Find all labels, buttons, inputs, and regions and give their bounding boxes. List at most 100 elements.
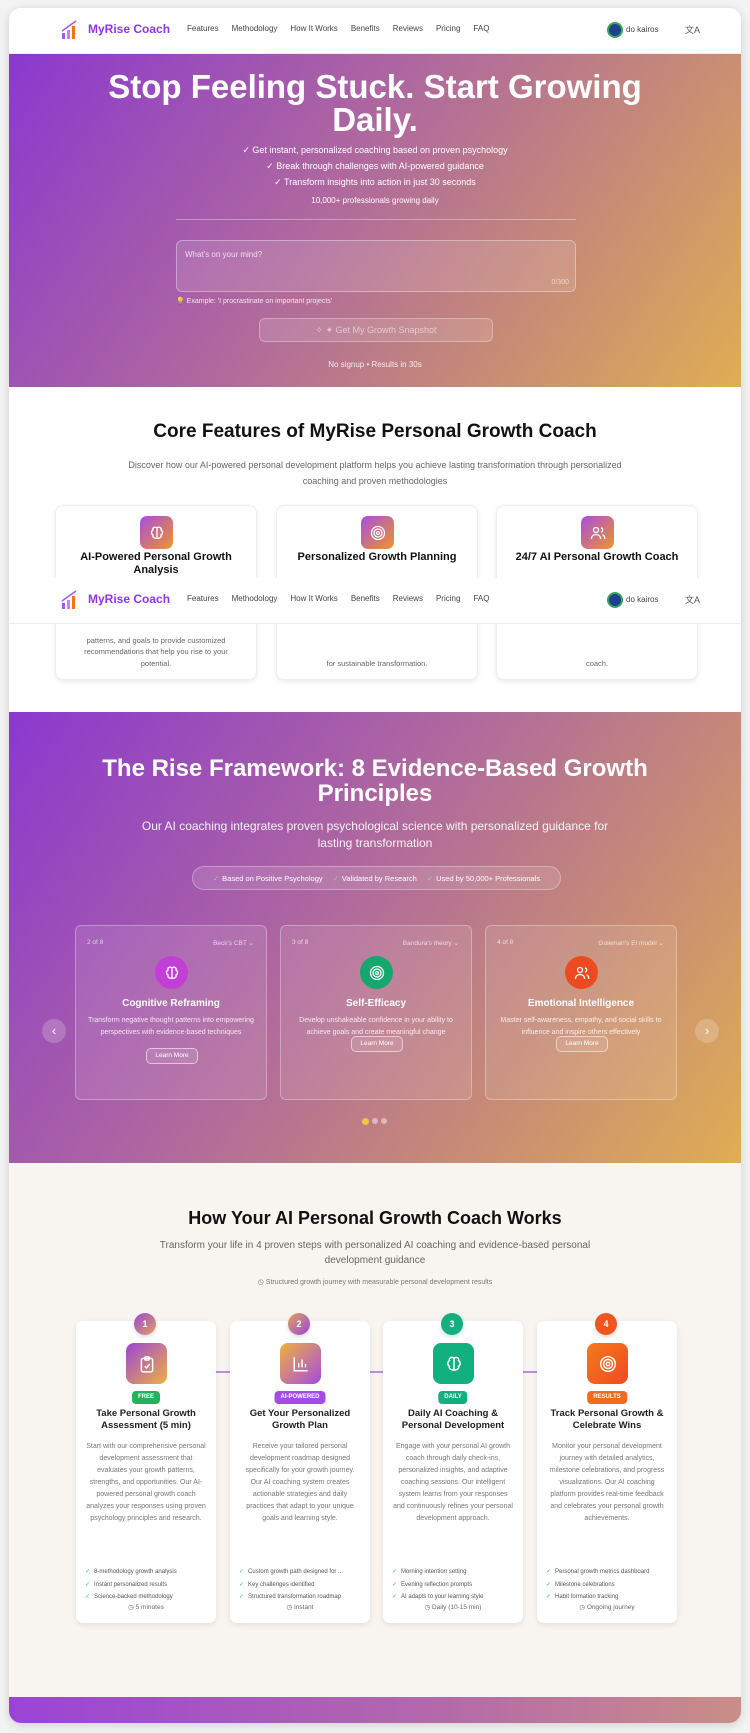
features-section: Core Features of MyRise Personal Growth …	[9, 387, 741, 712]
user-name[interactable]: do kairos	[626, 595, 659, 604]
source-dropdown[interactable]: Beck's CBT ⌄	[213, 939, 254, 947]
carousel-prev-button[interactable]: ‹	[42, 1019, 66, 1043]
hero-title: Stop Feeling Stuck. Start Growing Daily.	[108, 68, 642, 138]
nav-link-methodology[interactable]: Methodology	[231, 594, 278, 603]
step-title: Daily AI Coaching & Personal Development	[401, 1408, 505, 1431]
trust-badges: ✓Based on Positive Psychology ✓Validated…	[192, 866, 561, 890]
hero-benefits: ✓ Get instant, personalized coaching bas…	[9, 142, 741, 190]
check-icon: ✓	[426, 873, 434, 883]
brain-icon	[155, 956, 188, 989]
avatar[interactable]	[607, 22, 623, 38]
duration-label: Ongoing journey	[586, 1604, 635, 1611]
example-text: Example: 'I procrastinate on important p…	[186, 298, 333, 305]
users-icon	[581, 516, 614, 549]
step-desc: Monitor your personal development journe…	[549, 1443, 665, 1522]
nav-link-features[interactable]: Features	[187, 594, 219, 603]
feature-label: Habit formation tracking	[555, 1594, 619, 1600]
nav-link-reviews[interactable]: Reviews	[392, 24, 423, 33]
learn-more-button[interactable]: Learn More	[556, 1036, 608, 1052]
nav-link-how-it-works[interactable]: How It Works	[290, 594, 338, 603]
feature-label: 8-methodology growth analysis	[94, 1569, 177, 1575]
clock-icon: ◷	[286, 1604, 294, 1611]
brand-name[interactable]: MyRise Coach	[88, 592, 171, 606]
principle-desc: Develop unshakeable confidence in your a…	[299, 1017, 453, 1036]
principle-desc: Transform negative thought patterns into…	[88, 1017, 254, 1036]
cta-label: ✦ Get My Growth Snapshot	[325, 325, 437, 335]
step-connector	[216, 1371, 230, 1373]
nav-link-faq[interactable]: FAQ	[473, 24, 490, 33]
hero-benefit: ✓ Get instant, personalized coaching bas…	[242, 145, 508, 155]
step-title: Get Your Personalized Growth Plan	[249, 1408, 351, 1431]
duration-label: 5 minutes	[135, 1604, 164, 1611]
nav-link-reviews[interactable]: Reviews	[392, 594, 423, 603]
principle-card: 2 of 8 Beck's CBT ⌄ Cognitive Reframing …	[75, 925, 267, 1100]
check-circle-icon: ✓	[85, 1569, 91, 1575]
step-feature: ✓Morning intention setting	[392, 1566, 519, 1579]
carousel-dot[interactable]	[381, 1118, 387, 1124]
nav-link-methodology[interactable]: Methodology	[231, 24, 278, 33]
browser-frame: MyRise Coach Features Methodology How It…	[9, 8, 741, 1723]
step-features: ✓Morning intention setting ✓Evening refl…	[392, 1566, 519, 1604]
source-dropdown[interactable]: Bandura's theory ⌄	[403, 939, 459, 947]
mind-input[interactable]: What's on your mind? 0/300	[176, 240, 576, 292]
step-number: 3	[441, 1313, 463, 1335]
hero-benefit: ✓ Break through challenges with AI-power…	[266, 161, 484, 171]
chevron-down-icon: ⌄	[658, 940, 664, 947]
check-icon: ✓	[212, 873, 220, 883]
nav-link-benefits[interactable]: Benefits	[350, 594, 380, 603]
get-snapshot-button[interactable]: ✧ ✦ Get My Growth Snapshot	[259, 318, 493, 342]
nav-link-features[interactable]: Features	[187, 24, 219, 33]
carousel-next-button[interactable]: ›	[695, 1019, 719, 1043]
carousel-dot-active[interactable]	[362, 1118, 369, 1125]
step-feature: ✓Key challenges identified	[239, 1579, 366, 1592]
feature-desc: patterns, and goals to provide customize…	[84, 635, 228, 668]
translate-icon[interactable]: 文A	[685, 25, 701, 35]
learn-more-button[interactable]: Learn More	[146, 1048, 198, 1064]
cta-note: No signup • Results in 30s	[328, 360, 422, 369]
footer-gradient-bar	[9, 1697, 741, 1723]
step-duration: ◷ Ongoing journey	[537, 1603, 677, 1611]
badge-label: Used by 50,000+ Professionals	[436, 873, 541, 883]
step-features: ✓Custom growth path designed for ... ✓Ke…	[239, 1566, 366, 1604]
learn-more-button[interactable]: Learn More	[351, 1036, 403, 1052]
translate-icon[interactable]: 文A	[685, 595, 701, 605]
how-title: How Your AI Personal Growth Coach Works	[188, 1208, 562, 1228]
feature-label: Morning intention setting	[401, 1569, 467, 1575]
avatar[interactable]	[607, 592, 623, 608]
step-connector	[523, 1371, 537, 1373]
nav-link-pricing[interactable]: Pricing	[435, 594, 461, 603]
carousel-dots	[362, 1118, 387, 1125]
user-name[interactable]: do kairos	[626, 25, 659, 34]
bar-chart-icon	[280, 1343, 321, 1384]
check-circle-icon: ✓	[392, 1594, 398, 1600]
principle-card: 3 of 8 Bandura's theory ⌄ Self-Efficacy …	[280, 925, 472, 1100]
top-nav: MyRise Coach Features Methodology How It…	[9, 8, 741, 54]
feature-desc: for sustainable transformation.	[326, 658, 428, 668]
nav-link-pricing[interactable]: Pricing	[435, 24, 461, 33]
step-feature: ✓AI adapts to your learning style	[392, 1591, 519, 1604]
how-it-works-section: How Your AI Personal Growth Coach Works …	[9, 1163, 741, 1697]
check-icon: ✓	[332, 873, 339, 883]
step-card: 2 AI-POWERED Get Your Personalized Growt…	[230, 1313, 370, 1623]
brand-name[interactable]: MyRise Coach	[88, 22, 171, 36]
logo-chart-icon	[61, 20, 77, 39]
source-dropdown[interactable]: Goleman's EI model ⌄	[598, 939, 664, 947]
check-circle-icon: ✓	[546, 1581, 552, 1588]
nav-link-benefits[interactable]: Benefits	[350, 24, 380, 33]
step-badge: FREE	[131, 1391, 161, 1404]
check-circle-icon: ✓	[239, 1594, 245, 1600]
card-index: 3 of 8	[292, 939, 309, 946]
step-desc: Start with our comprehensive personal de…	[86, 1443, 206, 1522]
check-circle-icon: ✓	[85, 1581, 91, 1588]
target-icon	[360, 956, 393, 989]
nav-link-faq[interactable]: FAQ	[473, 594, 490, 603]
step-features: ✓8-methodology growth analysis ✓Instant …	[85, 1566, 212, 1604]
hero-benefit: ✓ Transform insights into action in just…	[274, 177, 476, 187]
carousel-dot[interactable]	[372, 1118, 378, 1124]
step-desc: Engage with your personal AI growth coac…	[393, 1443, 513, 1522]
principle-desc: Master self-awareness, empathy, and soci…	[500, 1017, 662, 1036]
feature-label: AI adapts to your learning style	[401, 1594, 484, 1600]
nav-link-how-it-works[interactable]: How It Works	[290, 24, 338, 33]
feature-label: Milestone celebrations	[555, 1581, 615, 1588]
step-number: 2	[288, 1313, 310, 1335]
